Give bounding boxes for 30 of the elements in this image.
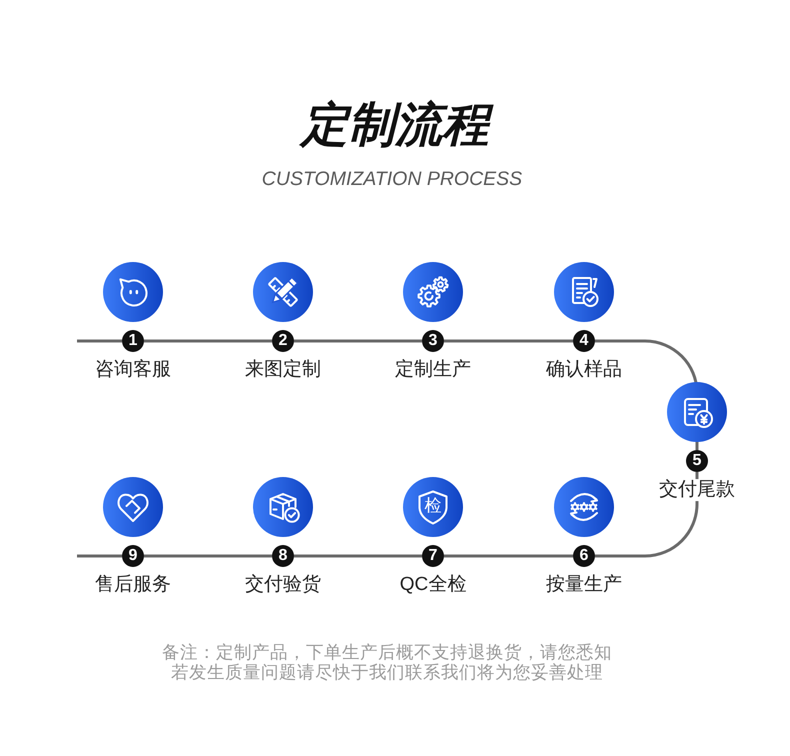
step-label: 交付尾款 — [657, 479, 737, 501]
number-dot: 2 — [272, 330, 294, 352]
step-label: 定制生产 — [393, 359, 473, 381]
step-label: 交付验货 — [243, 574, 323, 596]
number-dot: 1 — [122, 330, 144, 352]
connector-line — [294, 554, 422, 558]
connector-line — [77, 554, 122, 558]
connector-line — [77, 340, 122, 342]
number-dot: 8 — [272, 545, 294, 567]
number-dot: 4 — [573, 330, 595, 352]
shield-text: 检 — [424, 496, 442, 516]
number-dot: 3 — [422, 330, 444, 352]
connector-line — [444, 340, 573, 342]
subtitle: CUSTOMIZATION PROCESS — [260, 168, 524, 190]
step-label: 确认样品 — [544, 359, 624, 381]
connector-line — [444, 554, 573, 558]
step-label: 来图定制 — [243, 359, 323, 381]
step-label: 按量生产 — [544, 574, 624, 596]
number-dot: 9 — [122, 545, 144, 567]
number-dot: 5 — [686, 450, 708, 472]
number-dot: 7 — [422, 545, 444, 567]
step-label: 售后服务 — [93, 574, 173, 596]
note-text: 备注：定制产品，下单生产后概不支持退换货，请您悉知若发生质量问题请尽快于我们联系我们将为您妥善处理 — [161, 642, 613, 682]
connector-line — [294, 340, 422, 342]
number-dot: 6 — [573, 545, 595, 567]
connector-line — [144, 340, 272, 342]
step-label: QC全检 — [398, 574, 468, 596]
title: 定制流程 — [289, 89, 501, 159]
connector-line — [595, 472, 698, 558]
connector-line — [144, 554, 272, 558]
